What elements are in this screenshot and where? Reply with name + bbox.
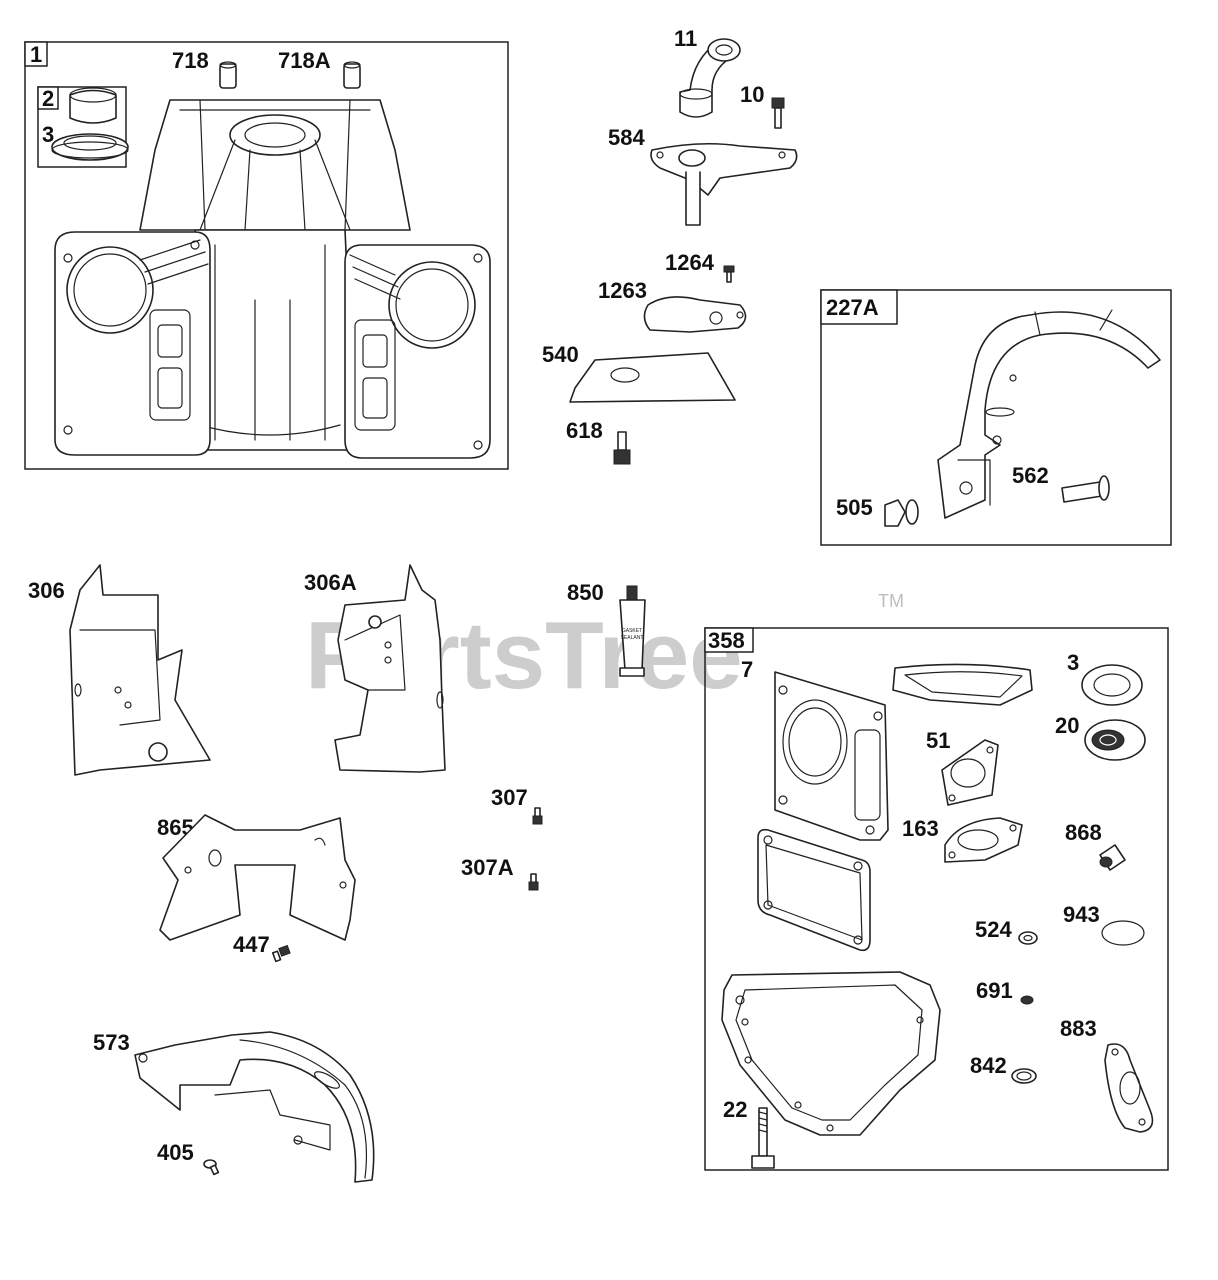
label-3-seal: 3 (42, 122, 54, 147)
dowel-pin-718a[interactable] (343, 61, 361, 89)
bolt-part-22[interactable] (751, 1107, 775, 1169)
gasket-sealant-tube-850[interactable]: GASKET SEALANT (619, 585, 646, 677)
screw-part-1264[interactable] (723, 265, 735, 283)
label-51: 51 (926, 728, 950, 753)
label-7: 7 (741, 657, 753, 682)
label-943: 943 (1063, 902, 1100, 927)
label-562: 562 (1012, 463, 1049, 488)
group-358-frame (704, 627, 1169, 1171)
sealant-text-1: GASKET (622, 628, 642, 634)
baffle-part-865[interactable] (159, 814, 356, 941)
label-1264: 1264 (665, 250, 715, 275)
screw-part-405[interactable] (203, 1159, 220, 1176)
o-ring-part-842[interactable] (1011, 1068, 1037, 1084)
label-524: 524 (975, 917, 1012, 942)
group-227a-frame (820, 289, 1172, 546)
cylinder-shroud-part-306[interactable] (69, 564, 211, 776)
label-505: 505 (836, 495, 873, 520)
sealant-text-2: SEALANT (621, 635, 644, 641)
valve-seal-part-868[interactable] (1099, 844, 1126, 871)
label-573: 573 (93, 1030, 130, 1055)
screw-part-618[interactable] (613, 431, 631, 465)
screw-part-307[interactable] (532, 807, 543, 825)
gasket-part-883[interactable] (1104, 1043, 1154, 1133)
group-1-frame (24, 41, 509, 470)
label-306a: 306A (304, 570, 357, 595)
label-307: 307 (491, 785, 528, 810)
blower-housing-part-573[interactable] (134, 1031, 375, 1183)
dowel-pin-718[interactable] (219, 61, 237, 89)
o-ring-part-943[interactable] (1101, 920, 1145, 946)
label-868: 868 (1065, 820, 1102, 845)
group-1-tag (24, 41, 48, 67)
oil-seal-part-20[interactable] (1084, 719, 1146, 761)
label-691: 691 (976, 978, 1013, 1003)
label-22: 22 (723, 1097, 747, 1122)
cylinder-block-part-1[interactable] (54, 99, 491, 459)
group-2-label: 2 (42, 86, 54, 111)
group-227a-label: 227A (826, 295, 879, 320)
label-1263: 1263 (598, 278, 647, 303)
bushing-part-2[interactable] (69, 87, 117, 124)
head-gasket-part-7[interactable] (774, 671, 889, 841)
label-20: 20 (1055, 713, 1079, 738)
exhaust-gasket-part-163[interactable] (944, 817, 1023, 863)
crankcase-gasket[interactable] (721, 971, 941, 1136)
pin-part-562[interactable] (1061, 475, 1110, 503)
breather-cover-part-584[interactable] (650, 142, 798, 226)
breather-gasket[interactable] (892, 663, 1033, 706)
screw-part-447[interactable] (271, 944, 291, 963)
label-883: 883 (1060, 1016, 1097, 1041)
label-11: 11 (674, 26, 697, 51)
label-10: 10 (740, 82, 764, 107)
group-227a-tag (820, 289, 898, 325)
label-540: 540 (542, 342, 579, 367)
o-ring-part-524[interactable] (1018, 931, 1038, 945)
oil-seal-part-3[interactable] (51, 133, 129, 161)
label-405: 405 (157, 1140, 194, 1165)
label-3-seal-set: 3 (1067, 650, 1079, 675)
label-718: 718 (172, 48, 209, 73)
group-358-label: 358 (708, 628, 745, 653)
label-842: 842 (970, 1053, 1007, 1078)
group-2-frame (37, 86, 127, 168)
reed-valve-part-1263[interactable] (643, 296, 747, 333)
group-1-label: 1 (30, 42, 42, 67)
label-306: 306 (28, 578, 65, 603)
group-358-tag (704, 627, 754, 653)
label-447: 447 (233, 932, 270, 957)
cylinder-shroud-part-306a[interactable] (334, 564, 446, 773)
group-2-tag (37, 86, 59, 110)
label-718a: 718A (278, 48, 331, 73)
label-618: 618 (566, 418, 603, 443)
label-850: 850 (567, 580, 604, 605)
label-584: 584 (608, 125, 645, 150)
intake-gasket-part-51[interactable] (941, 739, 999, 806)
label-163: 163 (902, 816, 939, 841)
breather-tube-part-11[interactable] (679, 38, 741, 118)
governor-bracket-part-227a[interactable] (937, 309, 1161, 519)
watermark-trademark: TM (878, 591, 904, 611)
valve-cover-gasket[interactable] (757, 828, 871, 952)
oil-seal-part-3-set[interactable] (1081, 664, 1143, 706)
nut-part-505[interactable] (884, 499, 919, 527)
screw-part-10[interactable] (771, 97, 785, 129)
gasket-part-540[interactable] (569, 352, 736, 403)
label-307a: 307A (461, 855, 514, 880)
seal-ring-part-691[interactable] (1020, 995, 1034, 1005)
screw-part-307a[interactable] (528, 873, 539, 891)
